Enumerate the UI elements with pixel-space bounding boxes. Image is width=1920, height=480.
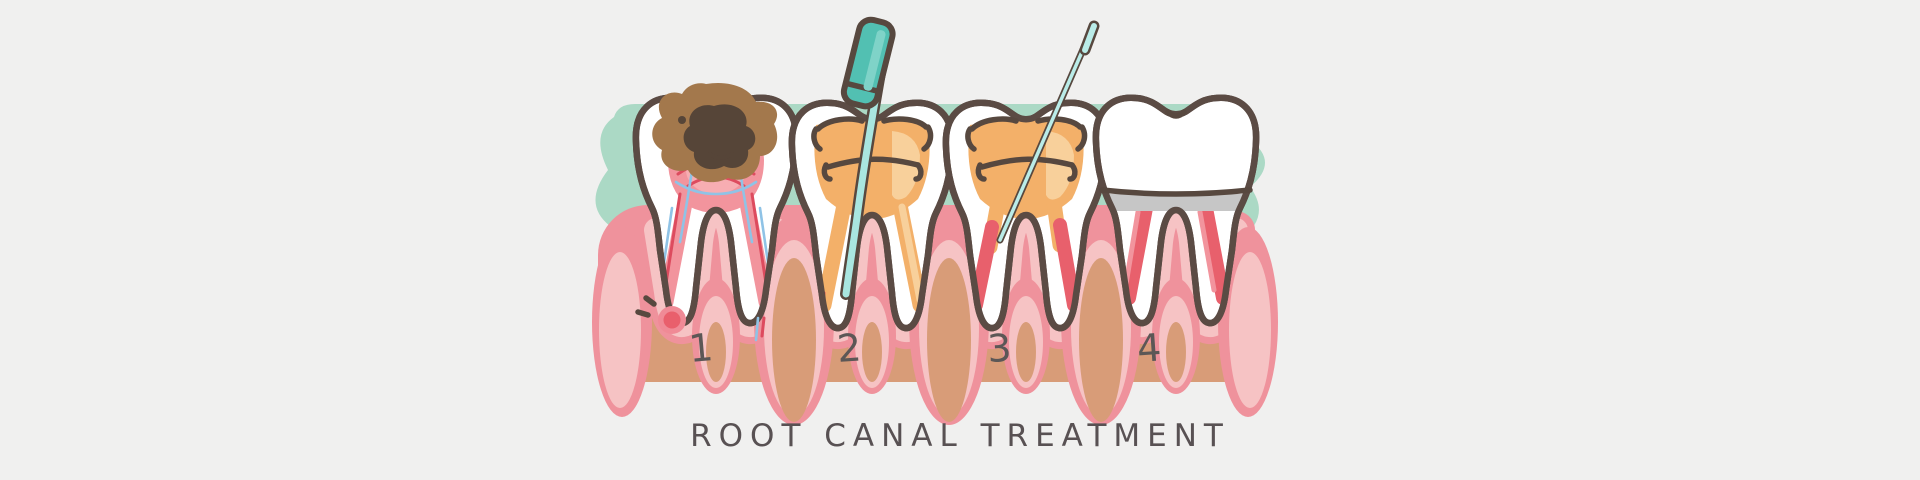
stage-number-4: 4 (1136, 325, 1163, 371)
gum-mound-right-end (1218, 227, 1278, 417)
access-cavity-marks (811, 116, 934, 182)
access-cavity-marks (965, 116, 1088, 182)
tooth-stage-1 (636, 82, 796, 323)
gum-mound (754, 215, 834, 425)
diagram-title: ROOT CANAL TREATMENT (690, 418, 1230, 454)
stage-number-3: 3 (986, 326, 1012, 371)
crown-margin-shadow (1098, 194, 1250, 211)
vessel-tip (760, 316, 766, 338)
abscess-icon (635, 295, 686, 334)
tooth-stage-2 (792, 103, 952, 328)
endodontic-file-icon (996, 20, 1100, 244)
decay-blob (652, 82, 778, 183)
root-canal-drill-tool-icon (840, 16, 896, 300)
tooth-stage-3 (946, 103, 1106, 328)
gum-mound-left-end (592, 227, 652, 417)
nerve-tip (754, 316, 760, 342)
tooth-stage-4 (1096, 98, 1256, 323)
crown-margin-line (1099, 187, 1253, 197)
arch-mounds (692, 278, 1200, 394)
tool-handle (840, 16, 896, 110)
abscess-spark (635, 309, 651, 318)
filling-material (814, 120, 930, 313)
stage-number-2: 2 (836, 325, 863, 371)
stage-number-1: 1 (687, 325, 715, 371)
abscess-spark (643, 295, 657, 307)
crown-fissure (1165, 109, 1187, 119)
